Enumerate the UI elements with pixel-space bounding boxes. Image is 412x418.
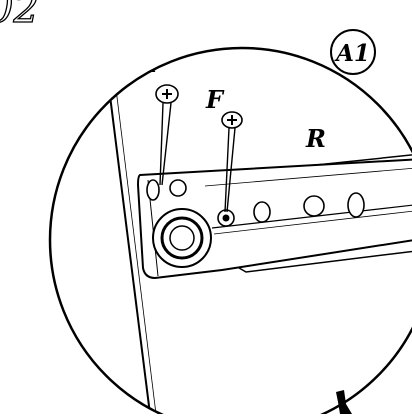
rail-hole-2	[303, 195, 325, 217]
rail-hole-1	[253, 201, 271, 223]
panel-edge-line	[102, 48, 151, 415]
screw-right-icon	[221, 111, 243, 213]
detail-contents: F F R	[102, 48, 412, 415]
pointer-arrow-icon	[336, 390, 352, 414]
screw-left-icon	[155, 84, 179, 186]
label-fastener-left: F	[145, 49, 165, 78]
bracket-upper-crease	[204, 165, 412, 187]
screw-hole-center	[222, 214, 230, 222]
bracket-channel-line-2	[213, 207, 412, 235]
bracket-hole	[169, 179, 187, 197]
panel-edge-inner-line	[109, 48, 157, 415]
rail-hole-3	[347, 192, 365, 218]
step-number: 02	[0, 0, 39, 32]
roller-inner	[169, 225, 195, 251]
label-rail: R	[305, 124, 326, 153]
mounting-bracket	[136, 156, 412, 280]
label-fastener-right: F	[205, 85, 225, 114]
bracket-channel-line	[211, 201, 412, 229]
detail-badge-label: A1	[334, 40, 370, 67]
detail-badge	[330, 29, 376, 75]
bracket-slot-left	[146, 179, 160, 201]
